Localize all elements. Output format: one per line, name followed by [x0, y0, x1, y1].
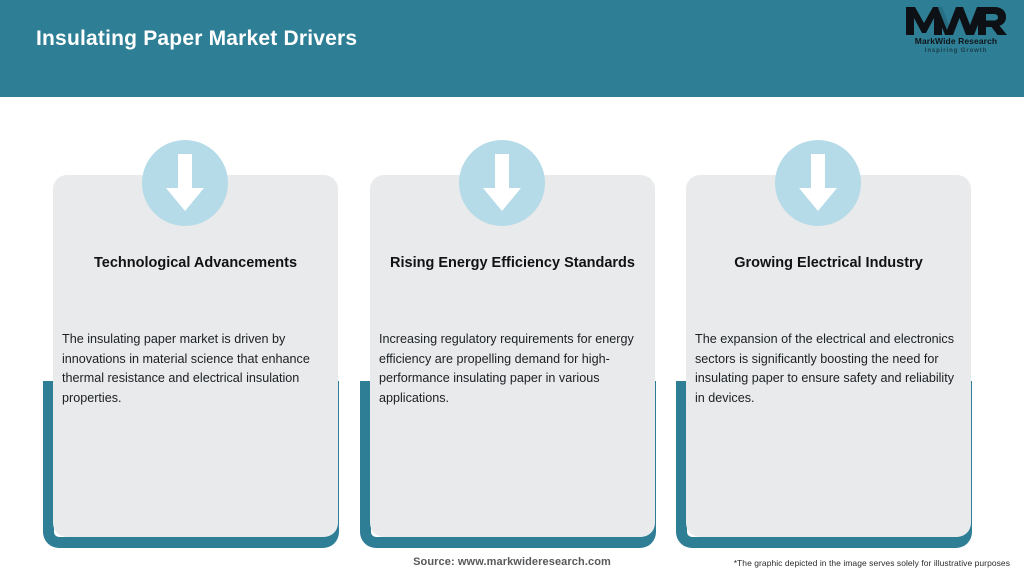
page-title: Insulating Paper Market Drivers — [36, 27, 358, 50]
card-body-text: The insulating paper market is driven by… — [62, 332, 310, 405]
logo-company-name: MarkWide Research — [914, 36, 998, 46]
down-arrow-icon — [142, 140, 228, 226]
card-panel: Growing Electrical Industry The expansio… — [686, 175, 971, 537]
card-body-text: Increasing regulatory requirements for e… — [379, 332, 634, 405]
driver-card-1: Technological Advancements The insulatin… — [43, 97, 361, 549]
markwide-research-logo: MarkWide Research Inspiring Growth — [900, 6, 1012, 58]
card-title: Rising Energy Efficiency Standards — [390, 255, 635, 271]
logo-tagline: Inspiring Growth — [924, 47, 988, 54]
card-body-text: The expansion of the electrical and elec… — [695, 332, 955, 405]
header-bar: Insulating Paper Market Drivers MarkWide… — [0, 0, 1024, 97]
disclaimer-note: *The graphic depicted in the image serve… — [733, 558, 1010, 568]
driver-card-3: Growing Electrical Industry The expansio… — [676, 97, 994, 549]
mwr-monogram-icon — [906, 7, 1007, 35]
card-panel: Rising Energy Efficiency Standards Incre… — [370, 175, 655, 537]
down-arrow-icon — [459, 140, 545, 226]
driver-card-2: Rising Energy Efficiency Standards Incre… — [360, 97, 678, 549]
source-label: Source: www.markwideresearch.com — [413, 556, 611, 568]
card-title: Growing Electrical Industry — [734, 255, 923, 271]
card-panel: Technological Advancements The insulatin… — [53, 175, 338, 537]
drivers-card-group: Technological Advancements The insulatin… — [0, 97, 1024, 548]
down-arrow-icon — [775, 140, 861, 226]
card-title: Technological Advancements — [93, 255, 298, 271]
